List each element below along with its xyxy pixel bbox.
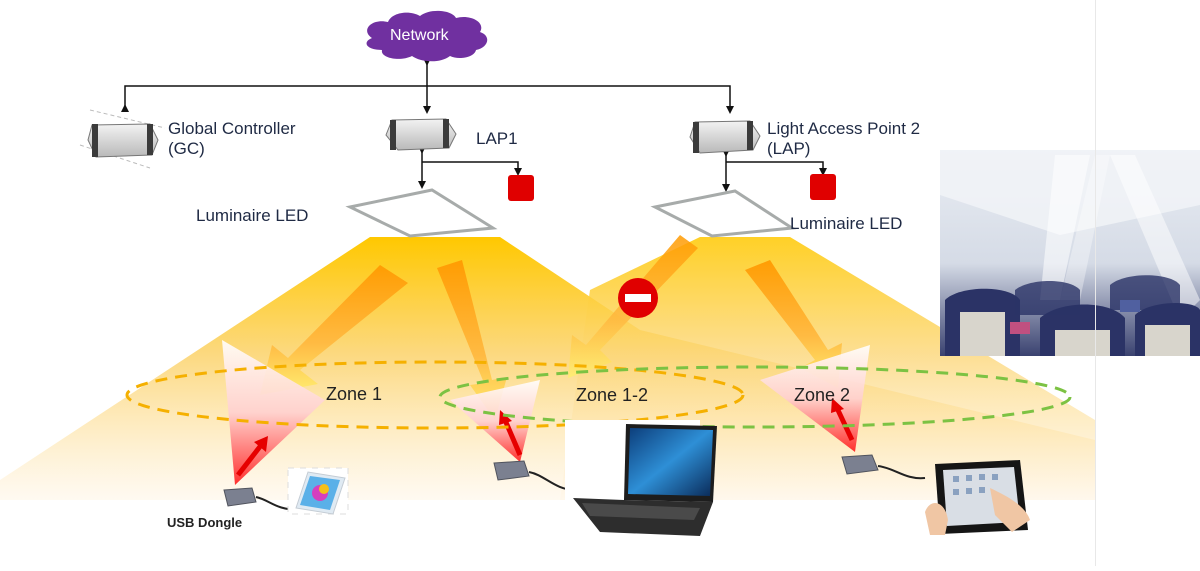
- usb-dongle-label: USB Dongle: [167, 515, 243, 530]
- lap2-label: Light Access Point 2 (LAP): [767, 119, 920, 159]
- network-label: Network: [390, 27, 449, 44]
- smartphone-device: [287, 467, 349, 515]
- lap2-device: [689, 120, 761, 154]
- uplink-arrow-1: [236, 436, 268, 477]
- downlink-arrow-3: [745, 260, 842, 388]
- lap1-device: [385, 118, 457, 151]
- zone-2-label: Zone 2: [794, 385, 851, 405]
- lap2-label-line1: Light Access Point 2: [767, 119, 921, 138]
- global-controller-device: [79, 109, 166, 169]
- luminaire-2: [650, 189, 797, 238]
- tablet-device: [925, 460, 1030, 535]
- network-links: [121, 58, 827, 192]
- downlink-arrow-2: [437, 260, 507, 420]
- zone-1-label: Zone 1: [326, 384, 383, 404]
- uplink-cone-2: [450, 380, 540, 462]
- luminaire-1: [345, 188, 498, 238]
- network-cloud: [366, 10, 488, 62]
- zone-1-2-label: Zone 1-2: [576, 385, 649, 405]
- global-controller-label-line2: (GC): [168, 139, 205, 158]
- lap1-uplink-module: [508, 175, 534, 201]
- zone-2-boundary: [438, 365, 1072, 429]
- global-controller-label: Global Controller (GC): [168, 119, 296, 159]
- luminaire-1-label: Luminaire LED: [196, 206, 309, 225]
- uplink-arrow-3: [831, 398, 855, 442]
- uplink-cone-1: [222, 340, 325, 485]
- aircraft-cabin-photo: [940, 150, 1200, 356]
- laptop-device: [565, 420, 717, 536]
- page-edge-divider: [1095, 0, 1096, 566]
- downlink-arrow-1: [260, 265, 408, 395]
- global-controller-label-line1: Global Controller: [168, 119, 296, 138]
- luminaire-2-label: Luminaire LED: [790, 214, 903, 233]
- no-entry-icon: [618, 278, 658, 318]
- zone-1-boundary: [125, 360, 745, 430]
- lap2-label-line2: (LAP): [767, 139, 811, 158]
- lap1-label: LAP1: [476, 129, 518, 148]
- usb-dongle-3: [841, 454, 926, 480]
- lap2-uplink-module: [810, 174, 836, 200]
